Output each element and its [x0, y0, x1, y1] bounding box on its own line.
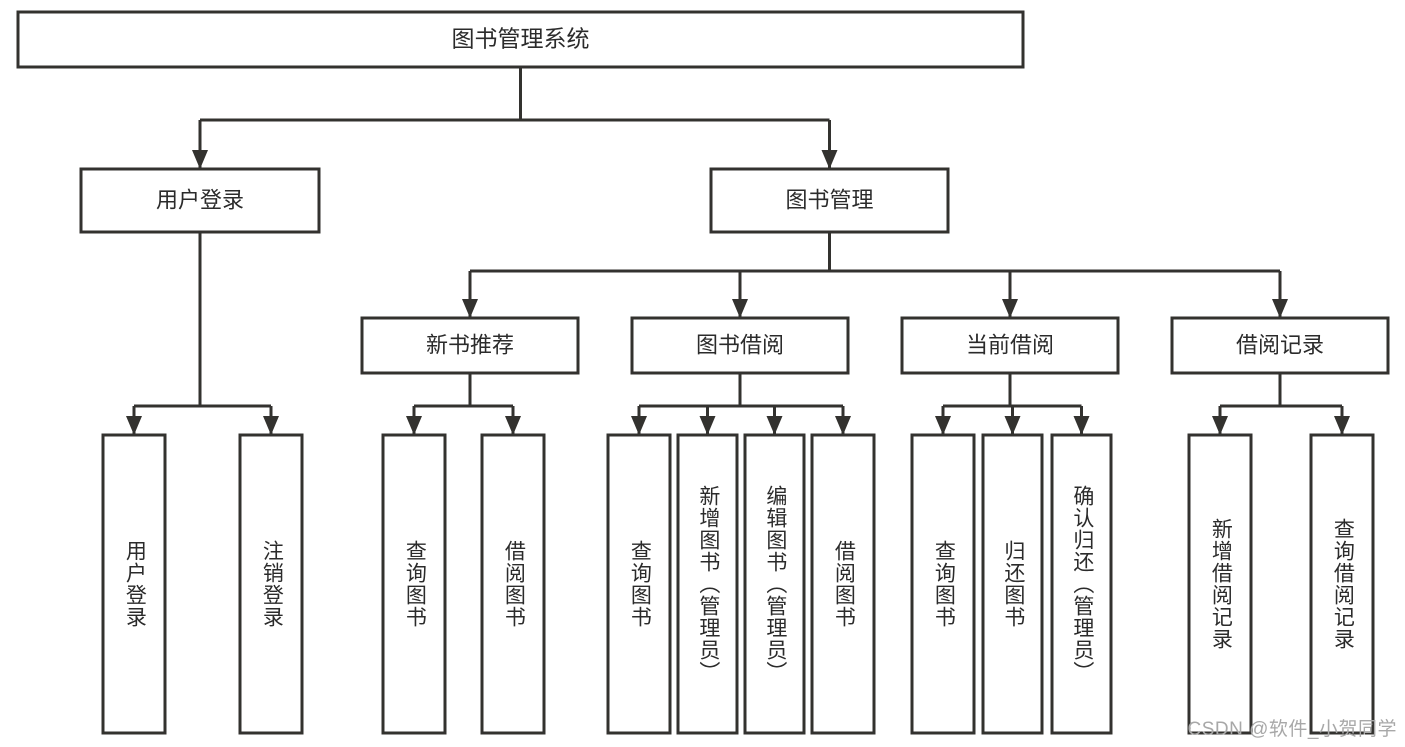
node-box-current-borrow[interactable] — [900, 316, 1120, 375]
arrow-head-icon-new-book-recommend — [462, 299, 478, 318]
arrow-head-icon-leaf-current-confirm-return — [1073, 416, 1090, 435]
node-box-leaf-recommend-query-book[interactable] — [381, 433, 447, 735]
node-box-leaf-borrow-borrow-book[interactable] — [810, 433, 876, 735]
node-label-root: 图书管理系统 — [452, 26, 590, 52]
arrow-head-icon-leaf-recommend-query-book — [406, 416, 422, 435]
node-box-leaf-borrow-edit-book[interactable] — [743, 433, 806, 735]
node-box-new-book-recommend[interactable] — [360, 316, 580, 375]
node-box-leaf-borrow-add-book[interactable] — [676, 433, 739, 735]
node-box-leaf-current-confirm-return[interactable] — [1050, 433, 1113, 735]
node-label-borrow-record: 借阅记录 — [1236, 332, 1324, 357]
node-box-leaf-user-login[interactable] — [101, 433, 167, 735]
node-box-leaf-record-query[interactable] — [1309, 433, 1375, 735]
arrow-head-icon-leaf-borrow-query-book — [631, 416, 647, 435]
node-box-borrow-record[interactable] — [1170, 316, 1390, 375]
arrow-head-icon-borrow-record — [1272, 299, 1288, 318]
node-label-user-login: 用户登录 — [156, 187, 244, 212]
node-box-leaf-borrow-query-book[interactable] — [606, 433, 672, 735]
node-box-book-borrow[interactable] — [630, 316, 850, 375]
node-box-leaf-recommend-borrow-book[interactable] — [480, 433, 546, 735]
node-label-new-book-recommend: 新书推荐 — [426, 332, 514, 357]
node-box-leaf-user-logout[interactable] — [238, 433, 304, 735]
arrow-head-icon-leaf-record-add — [1212, 416, 1228, 435]
node-box-user-login[interactable] — [79, 167, 321, 234]
arrow-head-icon-leaf-user-logout — [263, 416, 279, 435]
node-box-leaf-record-add[interactable] — [1187, 433, 1253, 735]
node-label-book-manage: 图书管理 — [785, 187, 873, 212]
node-box-root[interactable] — [16, 10, 1025, 69]
node-label-current-borrow: 当前借阅 — [966, 332, 1054, 357]
arrow-head-icon-leaf-record-query — [1334, 416, 1350, 435]
boxes-layer — [16, 10, 1390, 735]
node-box-leaf-current-query-book[interactable] — [910, 433, 976, 735]
arrow-head-icon-leaf-current-query-book — [935, 416, 951, 435]
node-box-leaf-current-return-book[interactable] — [981, 433, 1044, 735]
arrow-head-icon-user-login — [192, 150, 208, 169]
arrow-head-icon-leaf-user-login — [126, 416, 142, 435]
arrow-head-icon-leaf-recommend-borrow-book — [505, 416, 521, 435]
edges-layer — [126, 67, 1350, 435]
node-box-book-manage[interactable] — [709, 167, 950, 234]
node-label-book-borrow: 图书借阅 — [696, 332, 784, 357]
arrow-head-icon-book-borrow — [732, 299, 748, 318]
arrow-head-icon-leaf-current-return-book — [1004, 416, 1021, 435]
arrow-head-icon-leaf-borrow-add-book — [699, 416, 716, 435]
arrow-head-icon-leaf-borrow-borrow-book — [835, 416, 851, 435]
arrow-head-icon-book-manage — [821, 150, 838, 169]
arrow-head-icon-leaf-borrow-edit-book — [766, 416, 783, 435]
watermark: CSDN @软件_小贺同学 — [1187, 719, 1397, 740]
arrow-head-icon-current-borrow — [1002, 299, 1018, 318]
